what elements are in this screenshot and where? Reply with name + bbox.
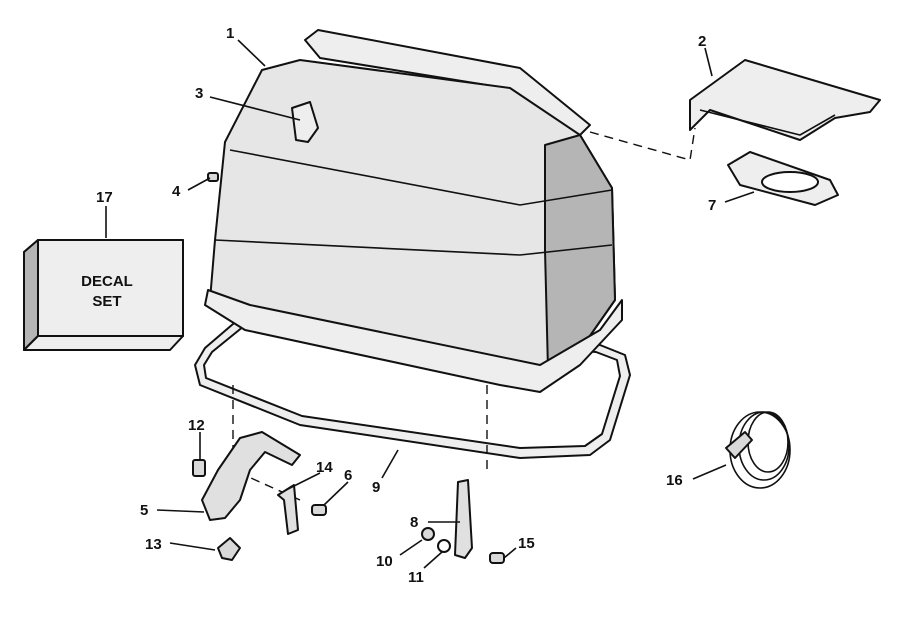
callout-1: 1 bbox=[226, 25, 234, 42]
nut-10 bbox=[421, 527, 435, 541]
decal-emblem bbox=[291, 101, 319, 143]
decal-set-box: DECAL SET bbox=[23, 239, 184, 351]
callout-10: 10 bbox=[376, 553, 393, 570]
washer-11 bbox=[437, 539, 451, 553]
decal-set-label-line2: SET bbox=[92, 293, 121, 310]
support-bracket bbox=[201, 431, 301, 521]
callout-15: 15 bbox=[518, 535, 535, 552]
callout-14: 14 bbox=[316, 459, 333, 476]
callout-7: 7 bbox=[708, 197, 716, 214]
grommet-plate bbox=[727, 151, 839, 206]
top-cover bbox=[689, 59, 881, 141]
fastener-13 bbox=[217, 537, 241, 561]
screw-6 bbox=[311, 504, 327, 516]
wire-harness bbox=[725, 411, 791, 489]
callouts: 1 2 3 4 17 7 12 14 6 9 5 8 13 15 10 11 1… bbox=[96, 25, 716, 586]
callout-16: 16 bbox=[666, 472, 683, 489]
callout-5: 5 bbox=[140, 502, 148, 519]
callout-12: 12 bbox=[188, 417, 205, 434]
decal-set-label-line1: DECAL bbox=[81, 273, 133, 290]
screw-15 bbox=[489, 552, 505, 564]
leader-lines bbox=[105, 39, 755, 569]
callout-3: 3 bbox=[195, 85, 203, 102]
callout-13: 13 bbox=[145, 536, 162, 553]
callout-8: 8 bbox=[410, 514, 418, 531]
callout-9: 9 bbox=[372, 479, 380, 496]
callout-6: 6 bbox=[344, 467, 352, 484]
callout-17: 17 bbox=[96, 189, 113, 206]
engine-cowl bbox=[204, 29, 623, 393]
callout-11: 11 bbox=[408, 569, 424, 586]
bracket-clip bbox=[192, 459, 206, 477]
retainer-clip bbox=[277, 484, 299, 535]
callout-4: 4 bbox=[172, 183, 181, 200]
screw-4 bbox=[207, 172, 219, 182]
latch-bar bbox=[454, 479, 473, 559]
callout-2: 2 bbox=[698, 33, 706, 50]
